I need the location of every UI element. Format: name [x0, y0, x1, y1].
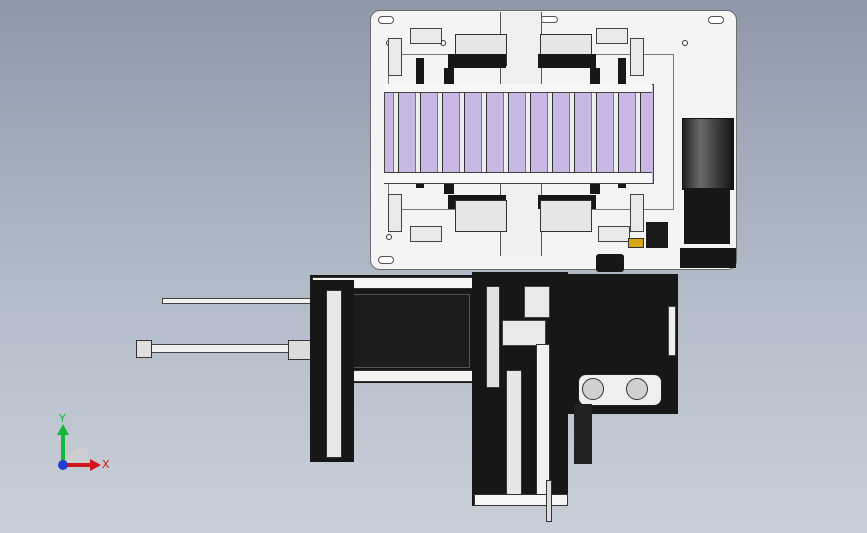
rod-coupler: [288, 340, 312, 360]
motor-mount: [574, 404, 592, 464]
vertical-shaft: [536, 344, 550, 498]
plate-slot: [708, 16, 724, 24]
servo-motor-flange: [684, 188, 730, 244]
sensor-indicator: [628, 238, 644, 248]
slider-bank: [384, 84, 654, 184]
mount-hole: [386, 234, 392, 240]
side-bracket: [630, 38, 644, 76]
side-bracket: [388, 194, 402, 232]
plate-slot: [378, 16, 394, 24]
left-window: [350, 294, 470, 368]
side-bracket: [596, 28, 628, 44]
inner-rail: [506, 370, 522, 498]
left-frame-bottom-strip: [348, 370, 476, 382]
slider-bottom-rail: [384, 172, 652, 183]
axis-x-label: X: [102, 458, 110, 471]
right-plate-slot: [668, 306, 676, 356]
center-rail: [486, 286, 500, 388]
mount-hole: [682, 40, 688, 46]
servo-motor: [682, 118, 734, 190]
rod-end-fitting: [136, 340, 152, 358]
bearing: [582, 378, 604, 400]
plate-slot: [378, 256, 394, 264]
plate-slot: [540, 16, 558, 23]
axis-y-label: Y: [59, 412, 66, 425]
slider-top-rail: [384, 84, 652, 93]
side-bracket: [630, 194, 644, 232]
left-leg-rail: [326, 290, 342, 458]
bottom-clamp-left: [455, 200, 507, 232]
guide-rod-upper: [162, 298, 314, 304]
carriage-block: [524, 286, 550, 318]
motor-foot: [680, 248, 736, 268]
bottom-clamp-right: [540, 200, 592, 232]
pin: [546, 480, 552, 522]
top-clamp-left-block: [448, 54, 506, 68]
bottom-strip: [474, 494, 568, 506]
carriage-plate: [502, 320, 546, 346]
side-bracket: [410, 28, 442, 44]
side-bracket: [598, 226, 630, 242]
side-bracket: [388, 38, 402, 76]
axis-triad: [48, 410, 118, 480]
bottom-foot: [596, 254, 624, 272]
top-clamp-right-block: [538, 54, 596, 68]
side-bracket: [410, 226, 442, 242]
axis-triad-graphic: [57, 424, 101, 471]
bearing: [626, 378, 648, 400]
sensor-block: [646, 222, 668, 248]
